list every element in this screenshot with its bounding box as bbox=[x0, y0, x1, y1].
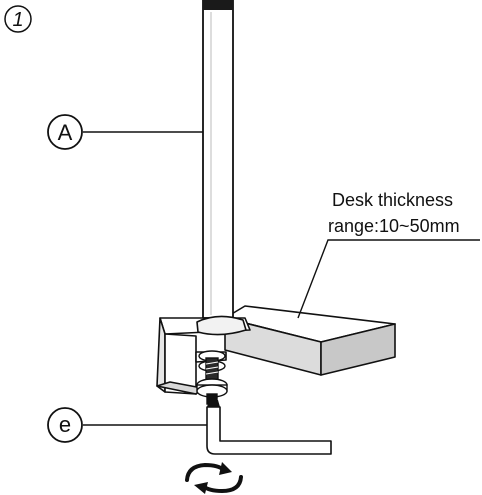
step-circle bbox=[4, 5, 32, 33]
screw-thread-2 bbox=[205, 366, 219, 370]
step-indicator: 1 bbox=[4, 5, 32, 33]
clamp-screw bbox=[196, 350, 228, 405]
rotate-arrows-icon bbox=[185, 462, 243, 494]
clamp-back-plate bbox=[156, 317, 166, 393]
screw-thread-3 bbox=[205, 371, 219, 375]
clamp-collar bbox=[196, 315, 247, 336]
callout-hex-key-label: e bbox=[59, 412, 71, 437]
desk-note-line1: Desk thickness bbox=[332, 190, 453, 210]
pole-cap bbox=[203, 0, 233, 10]
step-number: 1 bbox=[12, 9, 23, 31]
callout-pole-label: A bbox=[58, 120, 73, 145]
desk-side-face bbox=[320, 323, 396, 376]
callout-pole-circle bbox=[47, 114, 83, 150]
hex-key bbox=[206, 406, 332, 455]
callout-hex-key-circle bbox=[47, 407, 83, 443]
pole-body bbox=[202, 0, 234, 319]
callout-hex-key: e bbox=[47, 407, 207, 443]
hex-key-tip bbox=[207, 400, 220, 407]
desk-slab bbox=[224, 305, 396, 376]
desk-thickness-note: Desk thickness range:10~50mm bbox=[297, 190, 480, 319]
callout-pole: A bbox=[47, 114, 203, 150]
screw-thread-1 bbox=[205, 361, 219, 365]
desk-note-leader bbox=[297, 239, 480, 319]
desk-note-line2: range:10~50mm bbox=[328, 216, 460, 236]
pole bbox=[202, 0, 234, 319]
